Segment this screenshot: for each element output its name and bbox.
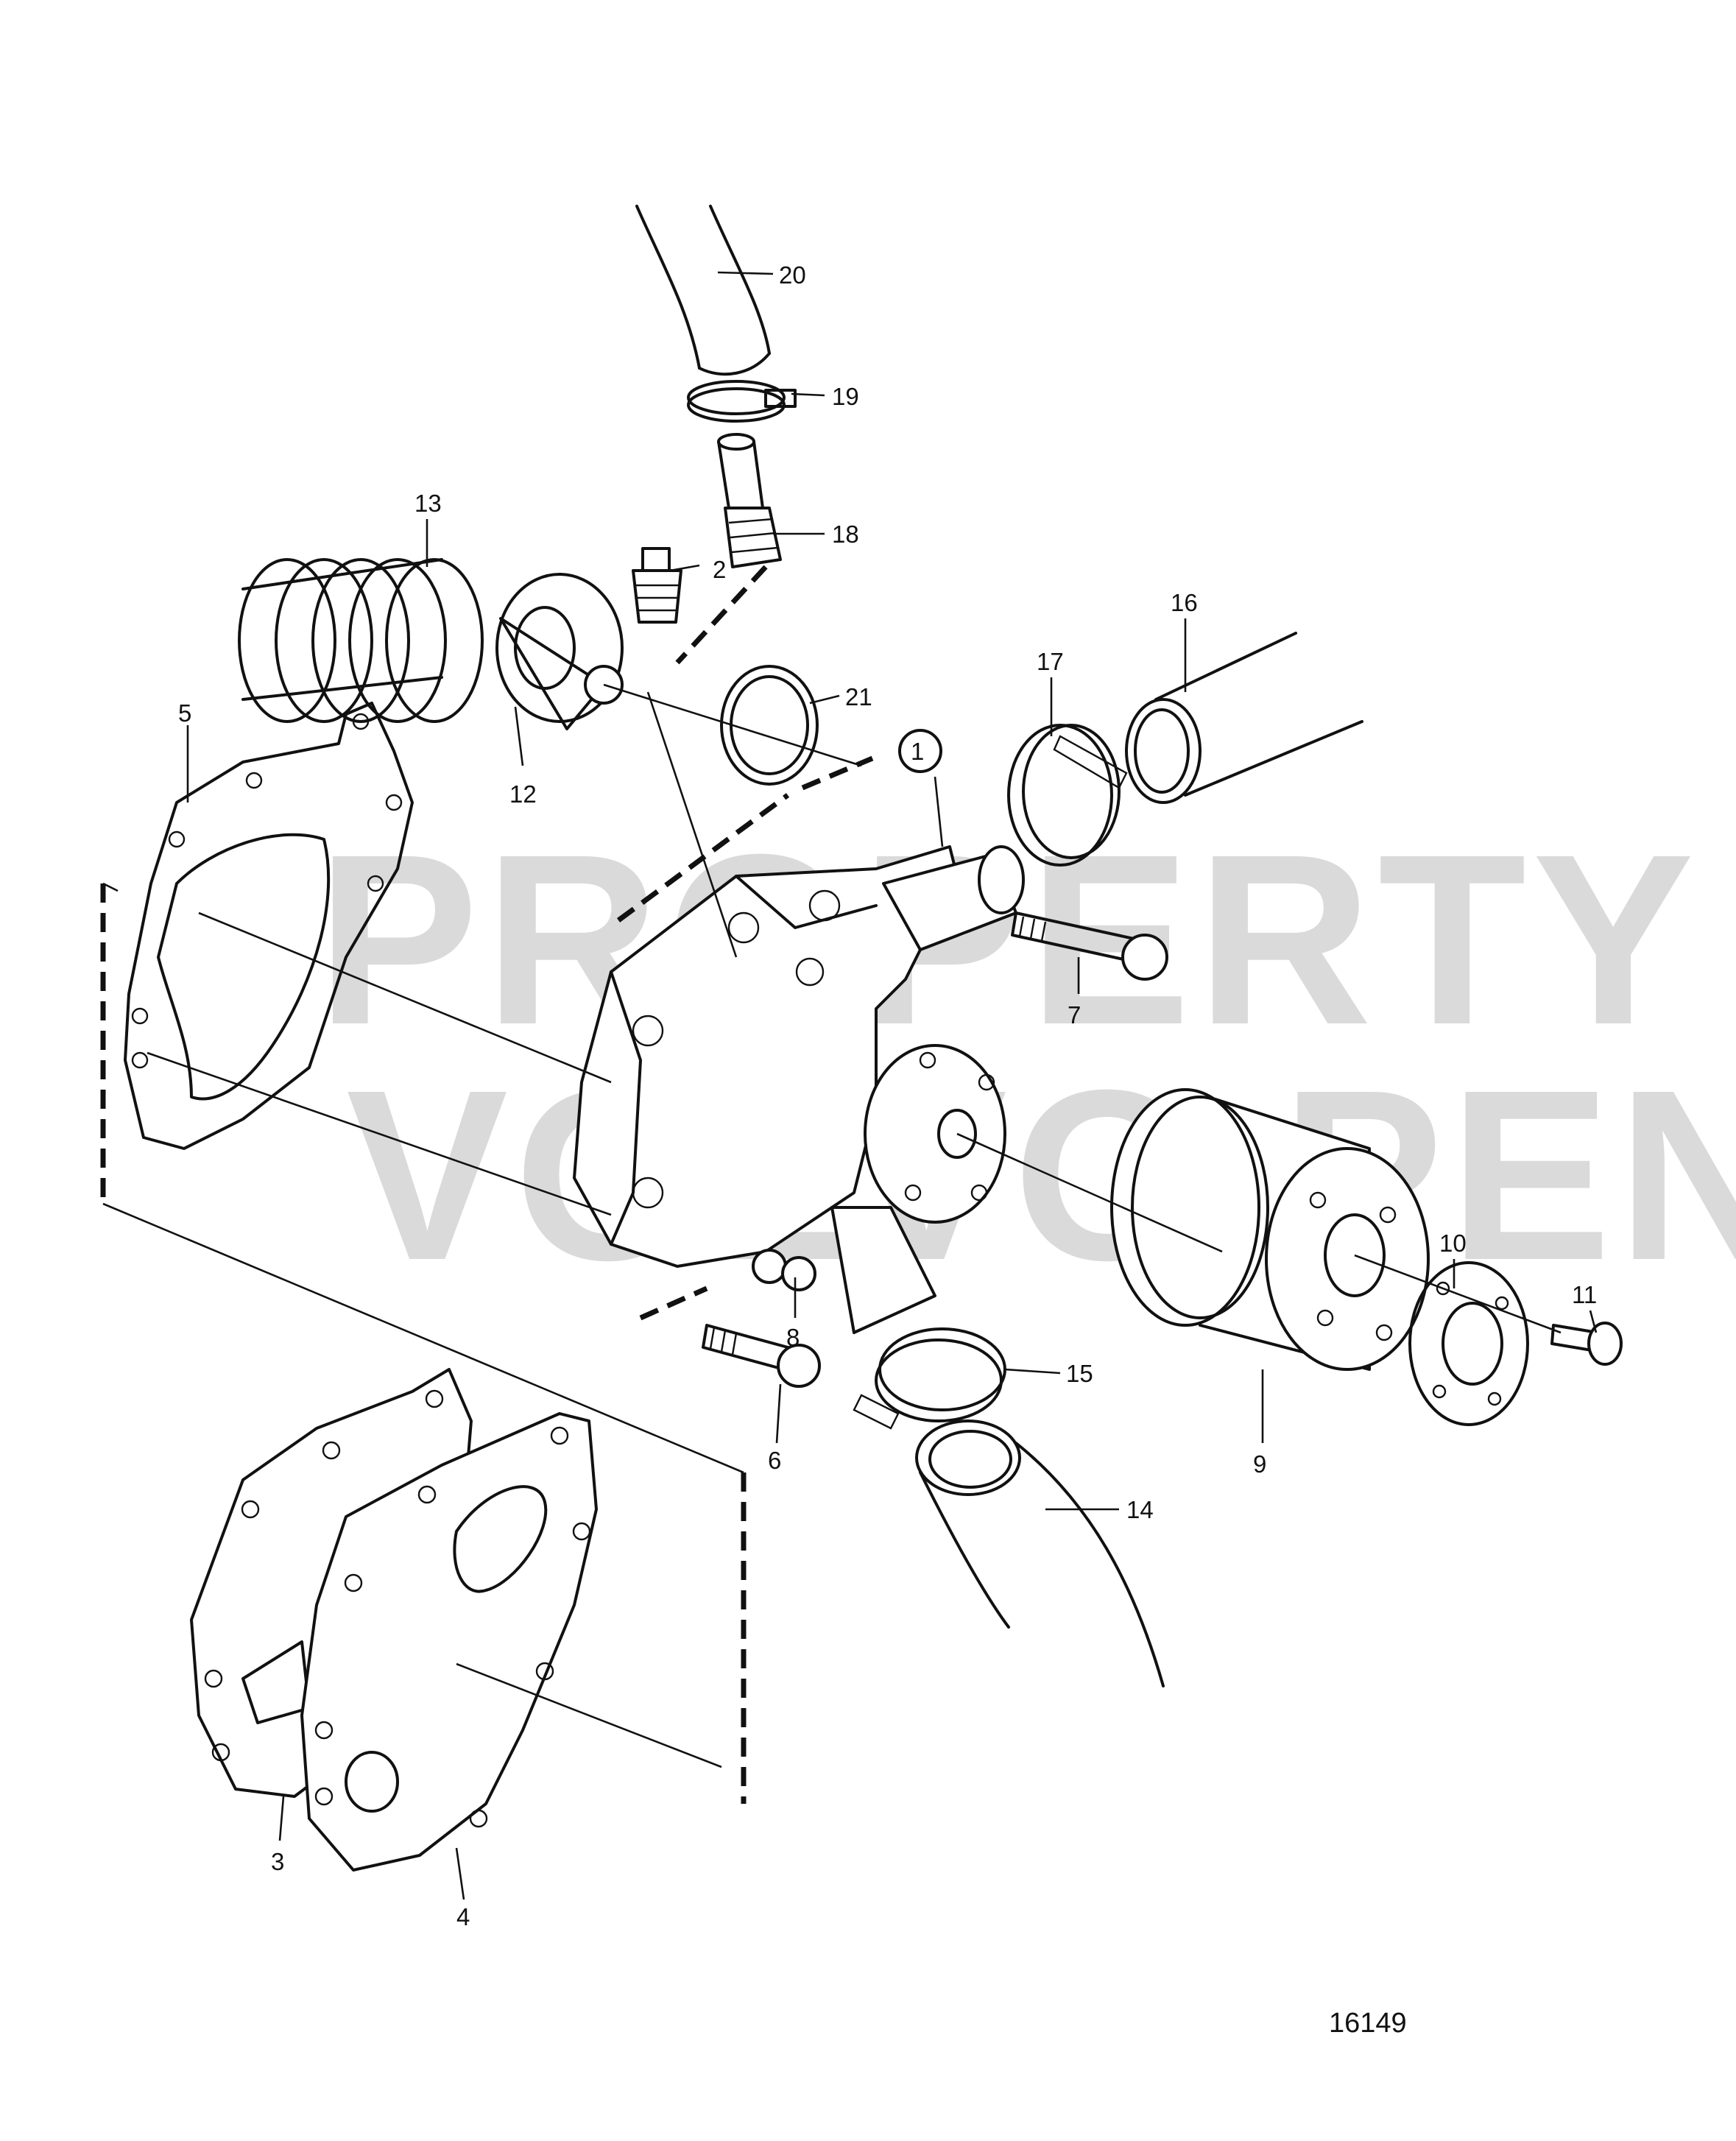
callout-9: 9 [1253, 1450, 1266, 1478]
sealing-ring [720, 665, 819, 786]
watermark: PROPERTY OF VOLVO PENTA [317, 803, 1736, 1311]
callout-5: 5 [178, 699, 191, 727]
callout-labels: 1 2 3 4 5 6 7 8 9 10 11 12 13 14 15 16 1… [178, 261, 1597, 1930]
washer-plate [1408, 1261, 1529, 1426]
thermostat [495, 573, 624, 730]
hose-right [1125, 632, 1363, 804]
callout-8: 8 [786, 1324, 800, 1351]
callout-12: 12 [509, 780, 537, 808]
nipple-fitting [717, 433, 782, 568]
callout-18: 18 [832, 521, 859, 548]
bolt-7 [1011, 911, 1168, 981]
assembly-lines [100, 565, 1562, 1804]
callout-10: 10 [1439, 1230, 1467, 1257]
callout-17: 17 [1037, 648, 1064, 675]
callout-6: 6 [768, 1447, 781, 1474]
hose-clamp-17 [1007, 724, 1128, 867]
callout-11: 11 [1572, 1281, 1597, 1308]
callout-13: 13 [414, 490, 442, 517]
callout-19: 19 [832, 383, 859, 410]
callout-15: 15 [1066, 1360, 1093, 1387]
drawing-number: 16149 [1329, 2008, 1407, 2039]
watermark-line-2: VOLVO PENTA [346, 1039, 1736, 1311]
callout-leaders [186, 271, 1598, 1900]
callout-20: 20 [779, 261, 806, 289]
callout-1-circle [898, 729, 942, 773]
hose-upper [635, 205, 771, 376]
gasket-5 [124, 702, 414, 1150]
pump-housing [573, 845, 1025, 1334]
callout-3: 3 [271, 1848, 284, 1875]
callout-1: 1 [911, 738, 924, 765]
plug [632, 547, 682, 624]
callout-4: 4 [456, 1903, 470, 1930]
callout-14: 14 [1126, 1496, 1154, 1523]
bolt-6 [702, 1324, 821, 1388]
spring [238, 558, 484, 723]
screw-11 [1550, 1322, 1623, 1366]
callout-21: 21 [845, 683, 872, 710]
callout-2: 2 [713, 556, 726, 583]
hose-clamp-19 [687, 380, 797, 423]
callout-16: 16 [1171, 589, 1198, 616]
cover-plate [300, 1412, 598, 1872]
pulley [1110, 1088, 1430, 1371]
nut-8 [752, 1249, 816, 1291]
hose-clamp-15 [853, 1327, 1006, 1430]
hose-lower [915, 1419, 1165, 1687]
callout-7: 7 [1068, 1001, 1081, 1029]
